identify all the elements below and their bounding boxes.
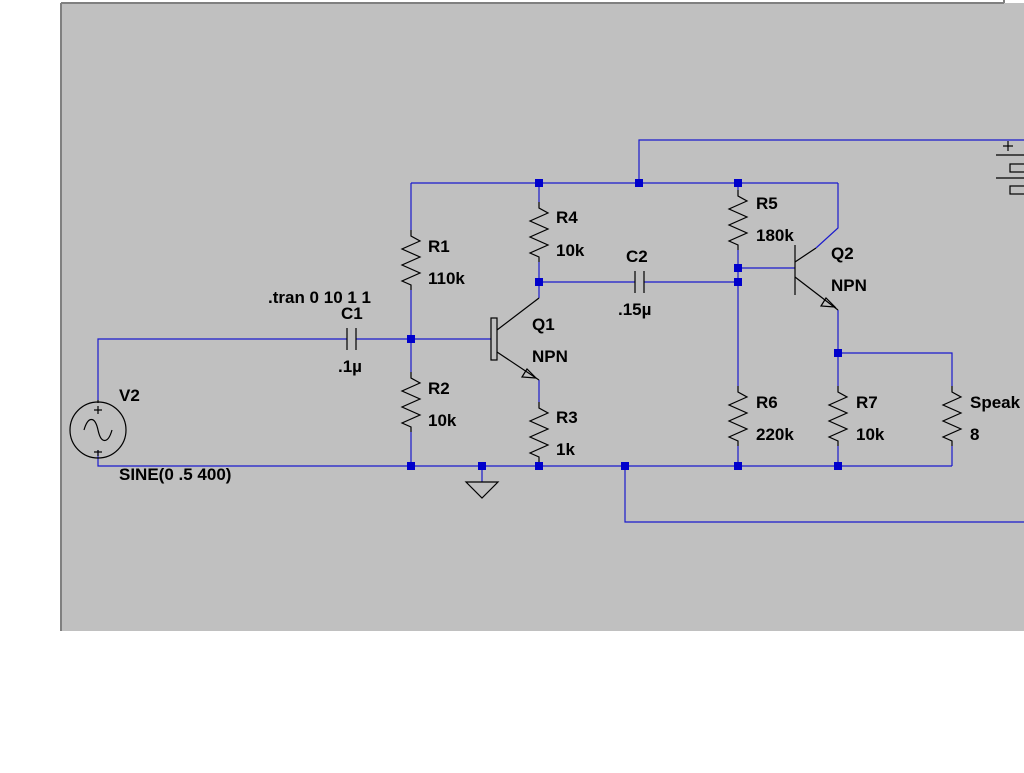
r4-value: 10k — [556, 241, 585, 260]
q2-name: Q2 — [831, 244, 854, 263]
wire-battery-positive[interactable] — [638, 139, 1024, 183]
q1-name: Q1 — [532, 315, 555, 334]
resistor-r1[interactable] — [400, 230, 422, 290]
r2-value: 10k — [428, 411, 457, 430]
resistor-r2[interactable] — [400, 372, 422, 432]
tran-directive[interactable]: .tran 0 10 1 1 — [268, 288, 371, 307]
r1-name: R1 — [428, 237, 450, 256]
wire-input[interactable] — [97, 338, 347, 400]
wire-battery-negative[interactable] — [624, 466, 1024, 523]
resistor-r6[interactable] — [727, 386, 749, 446]
resistor-r3[interactable] — [528, 402, 550, 462]
wire-speaker-top[interactable] — [838, 352, 953, 386]
r5-name: R5 — [756, 194, 778, 213]
r2-name: R2 — [428, 379, 450, 398]
q2-emitter-arrow-icon — [819, 297, 837, 308]
capacitor-c1[interactable] — [346, 328, 357, 350]
resistor-speaker[interactable] — [941, 386, 963, 446]
wire-q2-collector[interactable] — [815, 183, 839, 249]
ground-icon[interactable] — [464, 481, 500, 499]
q1-value: NPN — [532, 347, 568, 366]
r3-name: R3 — [556, 408, 578, 427]
transistor-q1[interactable] — [490, 297, 540, 381]
transistor-q2[interactable] — [794, 245, 839, 311]
r6-value: 220k — [756, 425, 794, 444]
resistor-r7[interactable] — [827, 386, 849, 446]
r6-name: R6 — [756, 393, 778, 412]
speaker-name: Speak — [970, 393, 1021, 412]
v2-name: V2 — [119, 386, 140, 405]
voltage-source-v2[interactable] — [69, 400, 127, 459]
c1-value: .1µ — [338, 357, 362, 376]
resistor-r4[interactable] — [528, 202, 550, 262]
c2-value: .15µ — [618, 300, 651, 319]
q1-emitter-arrow-icon — [520, 368, 538, 379]
capacitor-c2[interactable] — [634, 271, 645, 293]
battery-icon[interactable] — [996, 141, 1024, 195]
v2-value: SINE(0 .5 400) — [119, 465, 231, 484]
r7-name: R7 — [856, 393, 878, 412]
q2-value: NPN — [831, 276, 867, 295]
r1-value: 110k — [428, 269, 465, 288]
c2-name: C2 — [626, 247, 648, 266]
schematic-background — [61, 3, 1024, 631]
c1-name: C1 — [341, 304, 363, 323]
r3-value: 1k — [556, 440, 575, 459]
speaker-value: 8 — [970, 425, 979, 444]
r4-name: R4 — [556, 208, 578, 227]
r5-value: 180k — [756, 226, 794, 245]
sine-wave-icon — [83, 418, 113, 442]
junction-nodes — [407, 179, 842, 470]
resistor-r5[interactable] — [727, 190, 749, 250]
r7-value: 10k — [856, 425, 885, 444]
